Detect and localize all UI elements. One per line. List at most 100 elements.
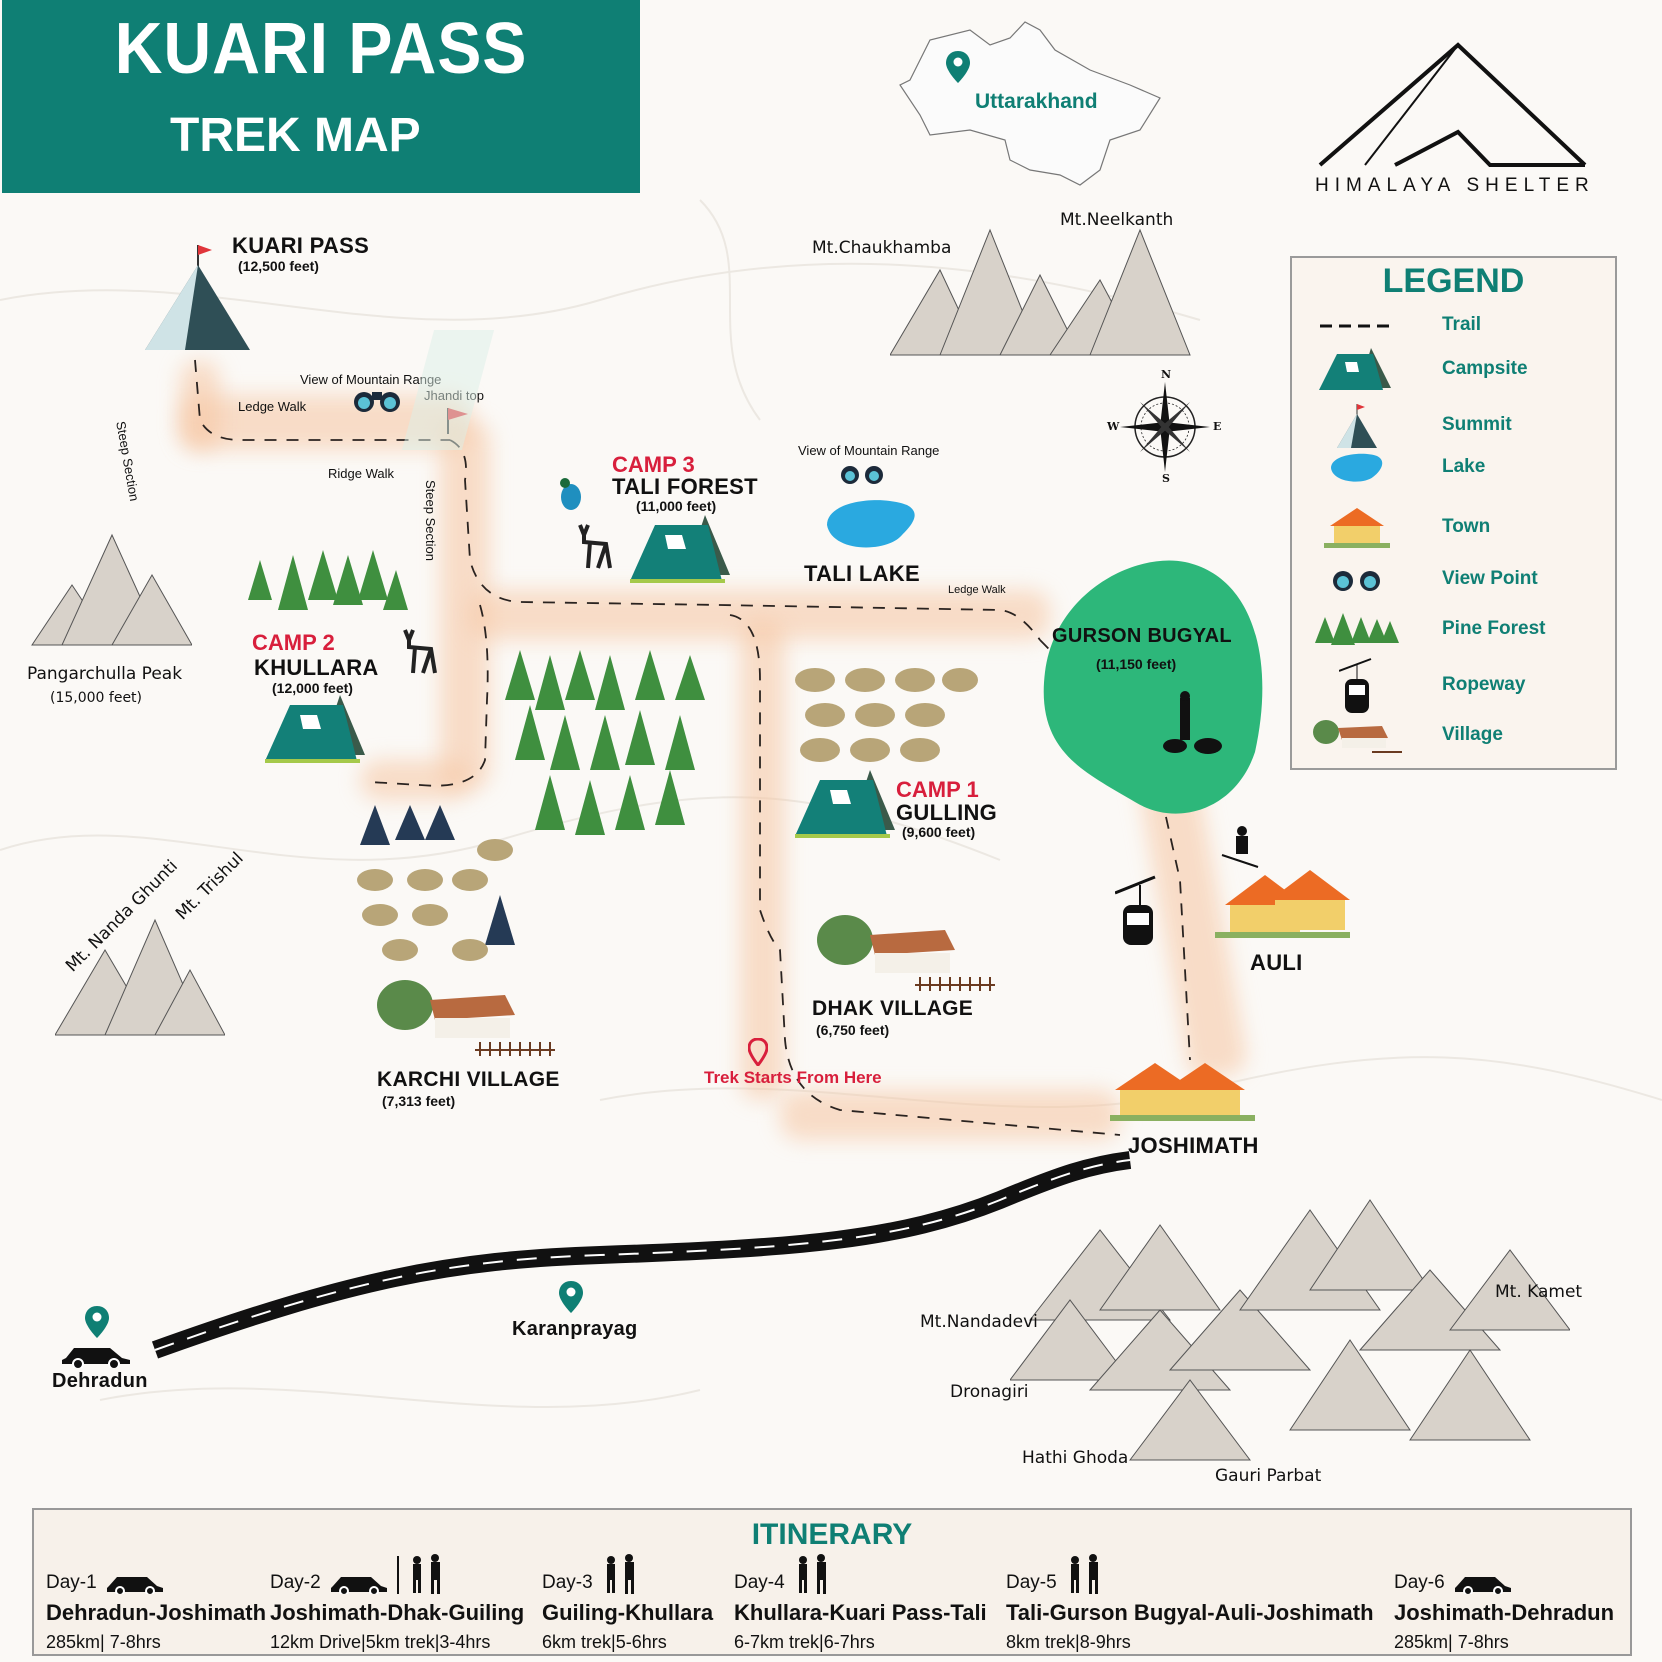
itinerary-route: Guiling-Khullara (542, 1600, 714, 1625)
map-pin-icon (946, 51, 970, 83)
itinerary-day-4: Day-4 Khullara-Kuari Pass-Tali 6-7km tre… (734, 1550, 987, 1654)
compass-n: N (1161, 368, 1172, 381)
trail-label-ledge-walk-top: Ledge Walk (238, 399, 307, 414)
brand-logo: HIMALAYA SHELTER (1310, 40, 1600, 200)
village-icon (817, 915, 995, 991)
itinerary-detail: 285km| 7-8hrs (1394, 1632, 1509, 1652)
mixed-forest-icon (357, 805, 515, 961)
start-pin-icon[interactable] (748, 1038, 768, 1066)
legend-item-pine-forest: Pine Forest (1292, 610, 1615, 650)
village-icon (1312, 716, 1402, 756)
itinerary-route: Joshimath-Dhak-Guiling (270, 1600, 525, 1625)
shepherd-icon (1163, 691, 1222, 754)
brand-name: HIMALAYA SHELTER (1315, 175, 1595, 196)
legend-item-campsite: Campsite (1292, 348, 1615, 390)
itinerary-day-1: Day-1 Dehradun-Joshimath 285km| 7-8hrs (46, 1572, 267, 1652)
title-banner: KUARI PASS TREK MAP (2, 0, 640, 193)
place-dehradun: Dehradun (52, 1370, 148, 1392)
legend-item-trail: Trail (1292, 306, 1615, 346)
peak-label-pangarchulla: Pangarchulla Peak (27, 664, 183, 684)
lake-icon (827, 500, 915, 548)
legend-panel: LEGEND Trail Campsite Summit Lake Town V… (1290, 256, 1617, 770)
altitude-dhak-village: (6,750 feet) (816, 1022, 890, 1038)
trail-dash-icon (1312, 306, 1402, 346)
deer-icon (403, 629, 437, 674)
peak-label-dronagiri: Dronagiri (950, 1382, 1029, 1402)
house-icon (1110, 1063, 1255, 1121)
peak-label-gauri-parbat: Gauri Parbat (1215, 1466, 1322, 1486)
camp3-label: CAMP 3 (612, 452, 695, 477)
place-joshimath: JOSHIMATH (1128, 1133, 1259, 1158)
peak-label-kamet: Mt. Kamet (1495, 1282, 1583, 1302)
peak-label-neelkanth: Mt.Neelkanth (1060, 210, 1174, 230)
trek-start-label: Trek Starts From Here (704, 1068, 882, 1087)
itinerary-route: Dehradun-Joshimath (46, 1600, 267, 1625)
hikers-icon (606, 1554, 634, 1594)
map-pin-icon (559, 1281, 583, 1313)
ropeway-icon (1115, 875, 1156, 945)
tent-icon (1312, 348, 1402, 390)
itinerary-day-2: Day-2 Joshimath-Dhak-Guiling 12km Drive|… (270, 1550, 524, 1654)
house-icon (1215, 870, 1350, 938)
compass-s: S (1162, 472, 1170, 485)
peak-label-chaukhamba: Mt.Chaukhamba (812, 238, 952, 258)
mountain-range-icon (55, 918, 225, 1036)
place-tali-lake: TALI LAKE (804, 561, 920, 586)
legend-item-town: Town (1292, 508, 1615, 548)
camp2-label: CAMP 2 (252, 630, 335, 655)
skier-icon (1221, 826, 1259, 868)
compass-rose-icon: N S W E (1105, 368, 1225, 485)
binoculars-icon (354, 392, 400, 412)
summit-icon (145, 245, 250, 350)
altitude-kuari-pass: (12,500 feet) (238, 258, 319, 274)
tent-icon (795, 770, 895, 838)
hikers-icon (798, 1554, 826, 1594)
itinerary-route: Khullara-Kuari Pass-Tali (734, 1600, 987, 1625)
summit-icon (1312, 404, 1402, 448)
trail-label-ridge-walk: Ridge Walk (328, 466, 394, 481)
itinerary-route: Joshimath-Dehradun (1394, 1600, 1615, 1625)
place-karanprayag: Karanprayag (512, 1318, 638, 1340)
compass-w: W (1107, 420, 1120, 433)
tent-icon (265, 695, 365, 763)
itinerary-detail: 6-7km trek|6-7hrs (734, 1632, 875, 1652)
hikers-icon (412, 1554, 440, 1594)
trail-label-ledge-walk-right: Ledge Walk (948, 584, 1006, 596)
legend-title: LEGEND (1382, 262, 1525, 300)
place-khullara: KHULLARA (254, 655, 379, 680)
road-path (151, 1151, 1132, 1359)
itinerary-panel: ITINERARY Day-1 Dehradun-Joshimath 285km… (32, 1508, 1632, 1656)
page-title: KUARI PASS (114, 9, 528, 89)
mountain-logo-icon (1318, 42, 1587, 167)
itinerary-day-3: Day-3 Guiling-Khullara 6km trek|5-6hrs (542, 1550, 713, 1654)
itinerary-detail: 285km| 7-8hrs (46, 1632, 161, 1652)
pine-forest-icon (248, 550, 408, 610)
state-label: Uttarakhand (975, 90, 1098, 113)
deer-icon (578, 524, 612, 569)
place-kuari-pass: KUARI PASS (232, 233, 370, 258)
altitude-gurson-bugyal: (11,150 feet) (1096, 656, 1177, 672)
monal-bird-icon (560, 478, 581, 510)
car-icon (1454, 1577, 1511, 1594)
car-icon (106, 1577, 163, 1594)
view-label-jhandi: View of Mountain Range (300, 372, 442, 387)
place-tali-forest: TALI FOREST (612, 474, 758, 499)
altitude-pangarchulla: (15,000 feet) (50, 690, 143, 706)
uttarakhand-inset-map: Uttarakhand (890, 10, 1180, 190)
car-icon (62, 1348, 130, 1368)
itinerary-detail: 12km Drive|5km trek|3-4hrs (270, 1632, 491, 1652)
view-label-tali-lake: View of Mountain Range (798, 443, 940, 458)
binoculars-icon (1312, 560, 1402, 600)
itinerary-route: Tali-Gurson Bugyal-Auli-Joshimath (1006, 1600, 1374, 1625)
mountain-range-icon (890, 228, 1191, 356)
compass-e: E (1213, 420, 1222, 433)
place-gulling: GULLING (896, 800, 998, 825)
itinerary-day-5: Day-5 Tali-Gurson Bugyal-Auli-Joshimath … (1006, 1550, 1374, 1654)
page-subtitle: TREK MAP (170, 109, 421, 162)
car-icon (330, 1577, 387, 1594)
legend-item-village: Village (1292, 716, 1615, 756)
itinerary-detail: 6km trek|5-6hrs (542, 1632, 667, 1652)
camp1-label: CAMP 1 (896, 777, 979, 802)
binoculars-icon (841, 466, 883, 484)
legend-item-view-point: View Point (1292, 560, 1615, 600)
